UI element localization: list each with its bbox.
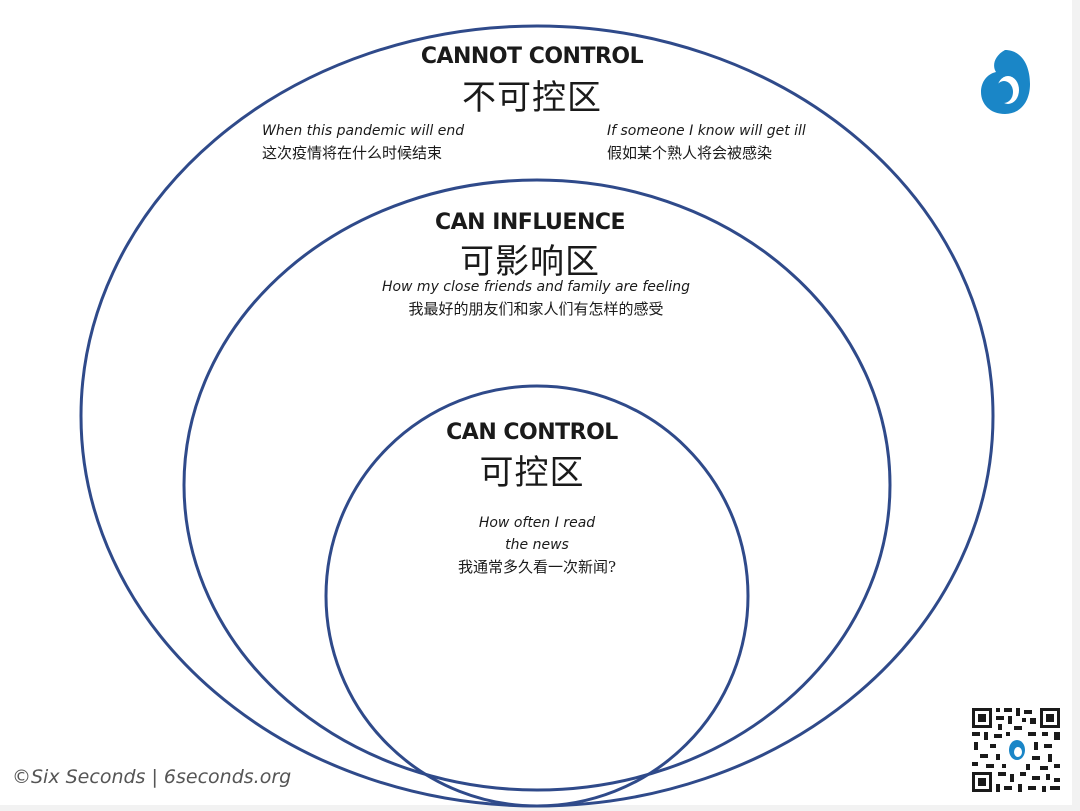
read-news-item-cn: 我通常多久看一次新闻?: [457, 558, 617, 576]
cannot-control-ring: [79, 24, 995, 808]
pandemic-end-item-cn: 这次疫情将在什么时候结束: [262, 144, 443, 162]
friends-family-feeling-item-cn: 我最好的朋友们和家人们有怎样的感受: [408, 300, 664, 318]
can-influence-title: CAN INFLUENCE: [434, 210, 626, 235]
can-control-ring: [324, 384, 750, 808]
six-seconds-logo-icon: [981, 50, 1030, 114]
friends-family-feeling-item: How my close friends and family are feel…: [381, 279, 691, 295]
someone-ill-item-cn: 假如某个熟人将会被感染: [607, 144, 773, 162]
can-influence-title-cn: 可影响区: [460, 242, 600, 282]
qr-code-icon: [970, 706, 1062, 794]
can-control-title-cn: 可控区: [479, 453, 585, 493]
read-news-item-line2: the news: [505, 537, 569, 553]
can-control-title: CAN CONTROL: [446, 420, 618, 445]
cannot-control-title: CANNOT CONTROL: [420, 44, 644, 69]
cannot-control-title-cn: 不可控区: [462, 78, 602, 118]
someone-ill-item: If someone I know will get ill: [607, 123, 806, 139]
can-influence-ring: [182, 178, 892, 792]
copyright-footer: ©Six Seconds | 6seconds.org: [12, 766, 292, 788]
page-edge-bottom: [0, 805, 1080, 811]
pandemic-end-item: When this pandemic will end: [262, 123, 465, 139]
page-edge-right: [1072, 0, 1080, 811]
read-news-item-line1: How often I read: [478, 515, 596, 531]
